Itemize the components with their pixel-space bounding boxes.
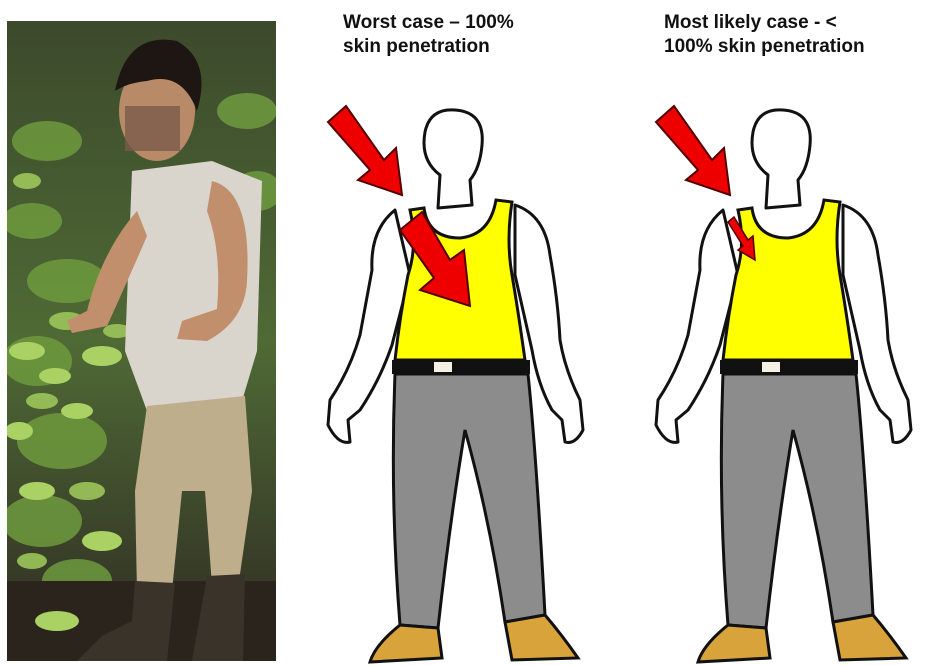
pants — [393, 374, 545, 628]
left-boot — [698, 625, 770, 662]
worst-case-title: Worst case – 100% skin penetration — [343, 11, 583, 59]
belt-buckle — [434, 362, 452, 372]
most-likely-case-title: Most likely case - < 100% skin penetrati… — [664, 11, 929, 59]
tank-top — [723, 200, 853, 360]
left-boot — [370, 625, 442, 662]
belt — [392, 360, 530, 374]
worker-photo — [7, 21, 276, 661]
belt-buckle — [762, 362, 780, 372]
worst-case-figure — [300, 70, 600, 665]
right-boot — [833, 615, 906, 660]
shoulder-arrow — [656, 106, 730, 195]
right-boot — [505, 615, 578, 660]
belt — [720, 360, 858, 374]
pants — [721, 374, 873, 628]
most-likely-case-figure — [628, 70, 928, 665]
shoulder-arrow — [328, 106, 402, 195]
